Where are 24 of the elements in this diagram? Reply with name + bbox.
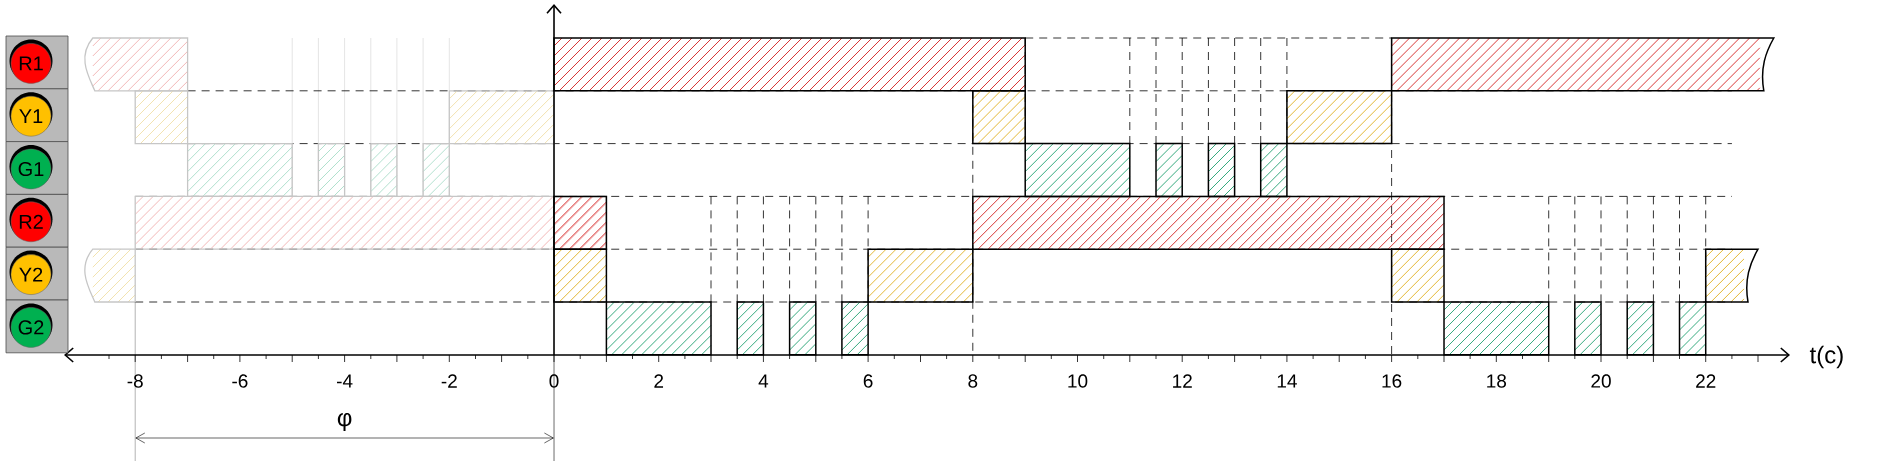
signal-lamp: Y2 xyxy=(5,246,69,301)
tick-label: 14 xyxy=(1277,374,1297,388)
signal-lamp: G1 xyxy=(5,141,69,195)
tick-label: 10 xyxy=(1068,374,1088,388)
tick-label: 6 xyxy=(863,374,873,388)
dimension-label: φ xyxy=(337,413,352,431)
axis-label: t(c) xyxy=(1809,345,1843,369)
tick-label: -4 xyxy=(337,374,353,388)
signal-lamp: R1 xyxy=(5,35,69,90)
tick-label: 4 xyxy=(758,374,769,388)
tick-label: 22 xyxy=(1696,374,1716,388)
tick-label: -8 xyxy=(127,374,143,388)
tick-label: 8 xyxy=(968,374,978,388)
tick-label: 0 xyxy=(549,374,559,388)
tick-label: 20 xyxy=(1591,374,1611,388)
signal-lamp: Y1 xyxy=(5,88,69,142)
signal-lamp: G2 xyxy=(5,299,69,354)
tick-label: -2 xyxy=(441,374,457,388)
signal-lamp: R2 xyxy=(5,194,69,248)
tick-label: -6 xyxy=(232,374,248,388)
tick-label: 12 xyxy=(1173,374,1192,388)
tick-label: 16 xyxy=(1382,374,1402,388)
tick-label: 18 xyxy=(1487,374,1507,388)
tick-label: 2 xyxy=(654,374,664,388)
